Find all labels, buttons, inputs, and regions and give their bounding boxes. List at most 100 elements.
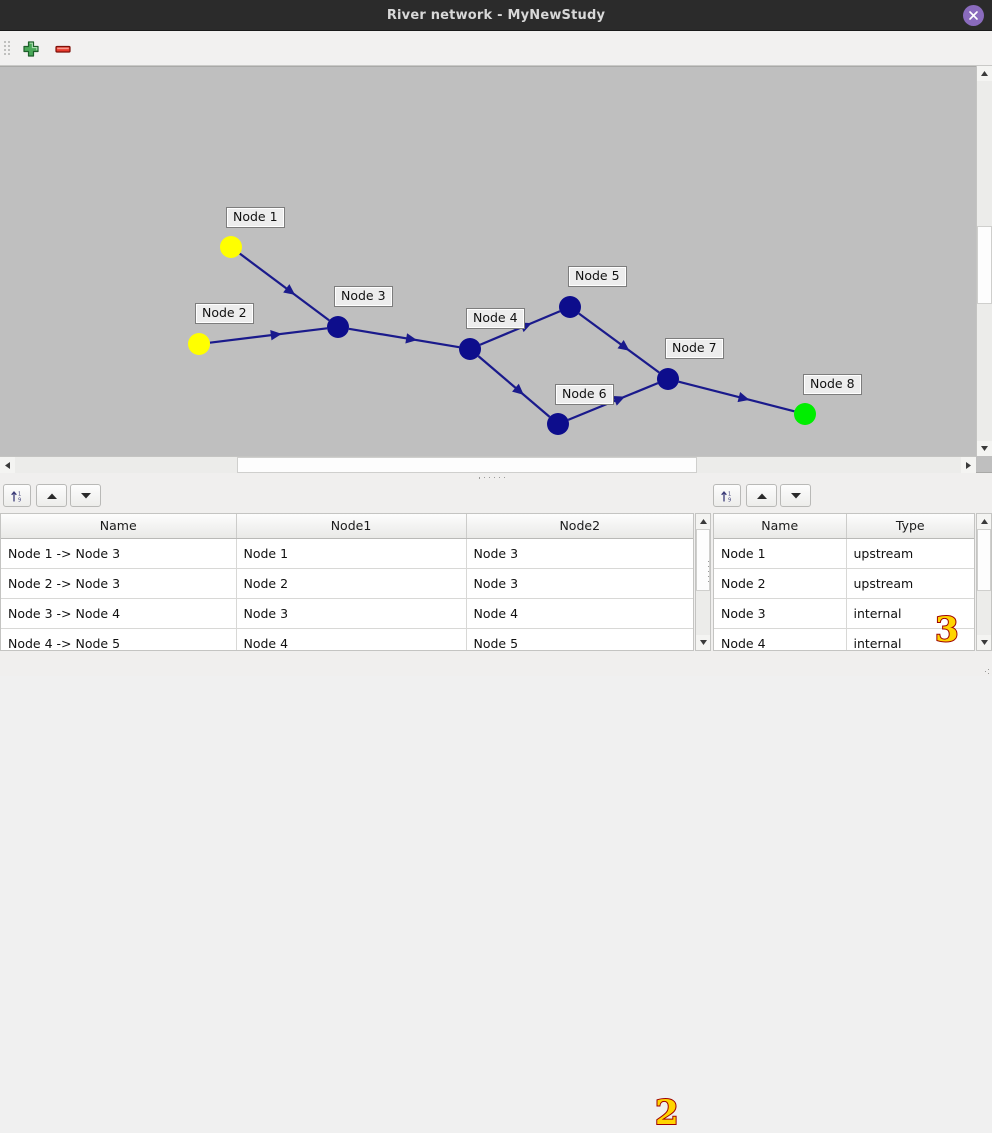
graph-edge[interactable] (209, 327, 328, 344)
reaches-cell[interactable]: Node 2 -> Node 3 (1, 568, 237, 599)
nodes-column-header[interactable]: Name (714, 514, 847, 539)
nodes-column-header[interactable]: Type (846, 514, 974, 539)
reaches-cell[interactable]: Node 3 (466, 568, 693, 599)
move-up-icon (46, 493, 57, 499)
graph-edge[interactable] (678, 380, 795, 413)
graph-node-label-node-8[interactable]: Node 8 (803, 374, 862, 395)
graph-edge-arrowhead (270, 330, 282, 341)
graph-node-node-1[interactable] (220, 236, 242, 258)
reaches-move-up-button[interactable] (36, 484, 67, 507)
reaches-sort-button[interactable]: 1 9 (3, 484, 31, 507)
reaches-vscroll-thumb[interactable] (696, 529, 710, 591)
reaches-scroll-up-button[interactable] (696, 514, 710, 529)
graph-node-label-node-2[interactable]: Node 2 (195, 303, 254, 324)
graph-node-node-3[interactable] (327, 316, 349, 338)
panel-splitter-horizontal[interactable] (0, 473, 992, 483)
nodes-scroll-up-button[interactable] (977, 514, 991, 529)
svg-text:9: 9 (728, 497, 731, 503)
graph-scroll-down-button[interactable] (977, 441, 992, 456)
nodes-move-up-button[interactable] (746, 484, 777, 507)
graph-vertical-scrollbar[interactable] (976, 66, 992, 456)
graph-node-node-6[interactable] (547, 413, 569, 435)
reaches-cell[interactable]: Node 1 (236, 538, 467, 569)
river-network-canvas[interactable]: Node 1 Node 2 Node 3 Node 4 Node 5 Node 6 Node… (0, 66, 992, 473)
graph-scroll-right-button[interactable] (961, 457, 976, 473)
nodes-sort-button[interactable]: 1 9 (713, 484, 741, 507)
graph-node-label-node-7[interactable]: Node 7 (665, 338, 724, 359)
graph-vscroll-thumb[interactable] (977, 226, 992, 304)
nodes-cell[interactable]: Node 3 (714, 598, 847, 629)
graph-node-node-5[interactable] (559, 296, 581, 318)
reaches-cell[interactable]: Node 3 -> Node 4 (1, 598, 237, 629)
graph-node-node-4[interactable] (459, 338, 481, 360)
reaches-cell[interactable]: Node 4 (466, 598, 693, 629)
reaches-cell[interactable]: Node 3 (236, 598, 467, 629)
panel-splitter-vertical[interactable] (705, 513, 713, 653)
graph-scroll-left-button[interactable] (0, 457, 15, 473)
reaches-column-header[interactable]: Node2 (466, 514, 693, 539)
graph-node-label-node-4[interactable]: Node 4 (466, 308, 525, 329)
graph-edge[interactable] (239, 252, 330, 322)
graph-node-node-8[interactable] (794, 403, 816, 425)
nodes-move-down-button[interactable] (780, 484, 811, 507)
graph-node-node-2[interactable] (188, 333, 210, 355)
graph-horizontal-scrollbar[interactable] (0, 456, 976, 473)
add-node-button[interactable] (20, 38, 42, 60)
nodes-cell[interactable]: Node 4 (714, 628, 847, 650)
reaches-column-header[interactable]: Node1 (236, 514, 467, 539)
reaches-cell[interactable]: Node 4 -> Node 5 (1, 628, 237, 650)
graph-node-label-node-3[interactable]: Node 3 (334, 286, 393, 307)
graph-node-label-node-6[interactable]: Node 6 (555, 384, 614, 405)
close-window-button[interactable] (963, 5, 984, 26)
graph-node-node-7[interactable] (657, 368, 679, 390)
graph-node-label-node-5[interactable]: Node 5 (568, 266, 627, 287)
annotation-marker-2: 2 (654, 1092, 680, 1133)
chevron-down-icon (699, 640, 707, 645)
delete-node-button[interactable] (52, 38, 74, 60)
graph-edge[interactable] (578, 312, 660, 374)
reaches-cell[interactable]: Node 5 (466, 628, 693, 650)
nodes-cell[interactable]: internal (846, 598, 974, 629)
graph-edge[interactable] (477, 355, 551, 418)
reaches-cell[interactable]: Node 4 (236, 628, 467, 650)
nodes-cell[interactable]: upstream (846, 568, 974, 599)
nodes-cell[interactable]: Node 2 (714, 568, 847, 599)
graph-edge-arrowhead (612, 395, 625, 406)
river-network-graph[interactable] (0, 67, 975, 455)
toolbar-drag-handle[interactable] (4, 39, 10, 59)
nodes-cell[interactable]: Node 1 (714, 538, 847, 569)
nodes-vscroll-thumb[interactable] (977, 529, 991, 591)
nodes-cell[interactable]: upstream (846, 538, 974, 569)
graph-edge[interactable] (348, 327, 460, 349)
reaches-vertical-scrollbar[interactable] (695, 513, 711, 651)
reaches-scroll-down-button[interactable] (696, 635, 710, 650)
reaches-cell[interactable]: Node 1 -> Node 3 (1, 538, 237, 569)
nodes-vertical-scrollbar[interactable] (976, 513, 992, 651)
resize-grip[interactable] (984, 668, 990, 674)
nodes-cell[interactable]: internal (846, 628, 974, 650)
move-up-icon (756, 493, 767, 499)
nodes-scroll-down-button[interactable] (977, 635, 991, 650)
graph-hscroll-thumb[interactable] (237, 457, 697, 473)
reaches-column-header[interactable]: Name (1, 514, 237, 539)
reaches-cell[interactable]: Node 3 (466, 538, 693, 569)
graph-scroll-up-button[interactable] (977, 66, 992, 81)
graph-node-label-node-1[interactable]: Node 1 (226, 207, 285, 228)
reaches-cell[interactable]: Node 2 (236, 568, 467, 599)
reaches-move-down-button[interactable] (70, 484, 101, 507)
